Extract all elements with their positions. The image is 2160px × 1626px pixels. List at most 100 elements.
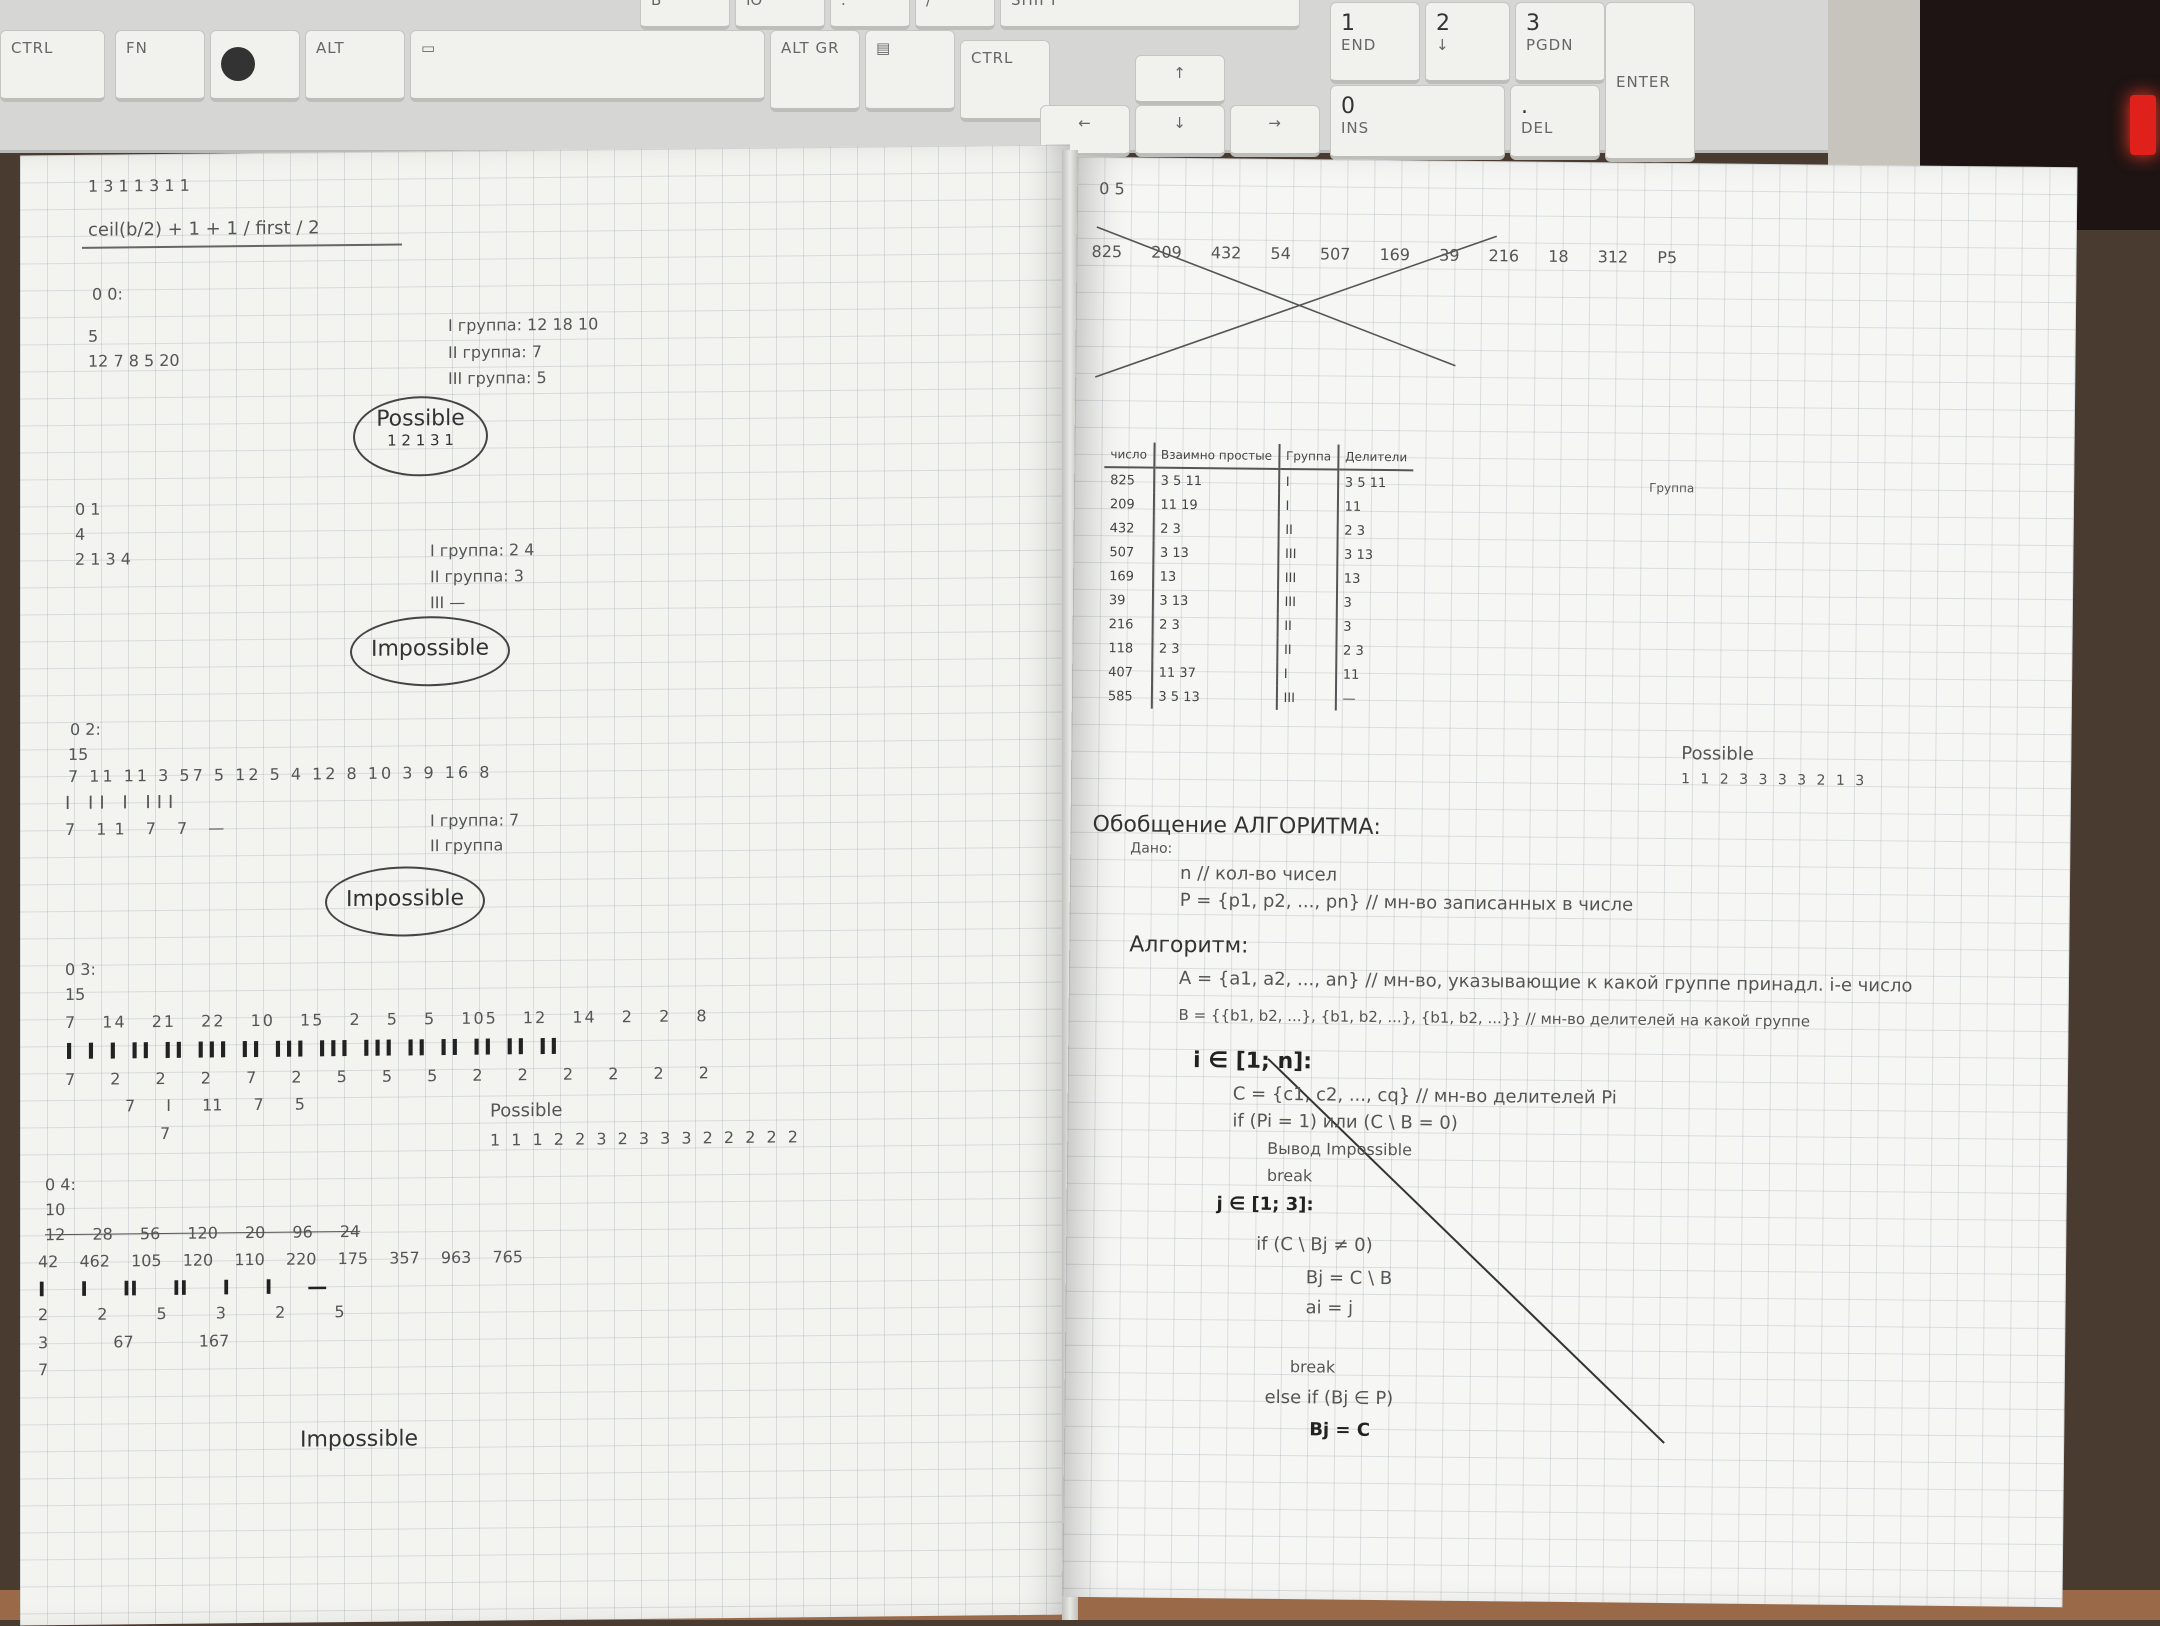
key-right[interactable]: →: [1230, 105, 1320, 157]
result-bubble: Impossible: [325, 865, 485, 938]
key-altgr[interactable]: ALT GR: [770, 30, 860, 112]
group-line: II группа: 3: [430, 566, 524, 587]
algo-line: j ∈ [1; 3]:: [1216, 1193, 1314, 1216]
arrow-left-icon: ←: [1078, 114, 1092, 132]
algo-line: ai = j: [1305, 1297, 1354, 1319]
key-down[interactable]: ↓: [1135, 105, 1225, 157]
algo-line: Bj = C: [1309, 1419, 1371, 1441]
group-line: I группа: 12 18 10: [448, 314, 599, 336]
windows-icon: [221, 47, 255, 81]
result-sequence: 1 1 2 3 3 3 3 2 1 3: [1680, 771, 1865, 790]
key-alt[interactable]: ALT: [305, 30, 405, 102]
keyboard: Б Ю . / SHIFT CTRL FN ALT ▭ ALT GR ▤ CTR…: [0, 0, 1830, 162]
key-yu[interactable]: Ю: [735, 0, 825, 30]
space-icon: ▭: [421, 39, 437, 57]
algo-line: if (Pi = 1) или (C \ B = 0): [1232, 1110, 1458, 1134]
input-line: 7 I 11 7 5: [125, 1094, 305, 1116]
key-num-del[interactable]: .DEL: [1510, 85, 1600, 160]
strike-line: [1267, 1058, 1665, 1444]
page-title: ceil(b/2) + 1 + 1 / first / 2: [88, 217, 320, 241]
group-line: I группа: 2 4: [430, 540, 535, 561]
key-shift[interactable]: SHIFT: [1000, 0, 1300, 30]
group-line: III —: [430, 592, 466, 613]
algo-line: Алгоритм:: [1129, 932, 1249, 959]
input-line: 10: [45, 1200, 66, 1220]
page-header: 1 3 1 1 3 1 1: [88, 175, 190, 196]
menu-icon: ▤: [876, 39, 892, 57]
algo-line: Вывод Impossible: [1267, 1138, 1413, 1160]
algo-line: else if (Bj ∈ P): [1264, 1386, 1394, 1410]
key-num-enter[interactable]: ENTER: [1605, 2, 1695, 162]
algo-line: Bj = C \ B: [1305, 1267, 1393, 1290]
algorithm-title: Обобщение АЛГОРИТМА:: [1092, 811, 1382, 841]
key-ctrl-right[interactable]: CTRL: [960, 40, 1050, 122]
section-label: 0 2:: [70, 719, 101, 739]
group-line: III группа: 5: [448, 367, 547, 389]
section-label: 0 1: [75, 499, 101, 519]
result-label: Possible: [490, 1099, 563, 1122]
desk-object: [1828, 0, 1920, 175]
cross-line: [1094, 235, 1498, 378]
input-line: 2 2 5 3 2 5: [38, 1302, 345, 1325]
notebook-page-left: 1 3 1 1 3 1 1 ceil(b/2) + 1 + 1 / first …: [20, 144, 1070, 1626]
key-b[interactable]: Б: [640, 0, 730, 30]
column-header: Взаимно простые: [1153, 442, 1280, 469]
key-fn[interactable]: FN: [115, 30, 205, 102]
key-space[interactable]: ▭: [410, 30, 765, 102]
arrow-up-icon: ↑: [1173, 64, 1187, 82]
key-slash[interactable]: /: [915, 0, 995, 30]
key-menu[interactable]: ▤: [865, 30, 955, 112]
key-ctrl-left[interactable]: CTRL: [0, 30, 105, 102]
red-led-display: [2130, 95, 2156, 155]
input-line: 5: [88, 326, 99, 346]
group-line: II группа: [430, 835, 504, 856]
group-roman-row: I I I II II III II III III III II II II …: [65, 1034, 561, 1066]
key-period[interactable]: .: [830, 0, 910, 30]
notebook-page-right: 0 5 825 209 432 54 507 169 39 216 18 312…: [1062, 156, 2078, 1608]
key-windows[interactable]: [210, 30, 300, 102]
key-up[interactable]: ↑: [1135, 55, 1225, 105]
title-underline: [82, 243, 402, 249]
algo-line: break: [1266, 1165, 1313, 1186]
group-line: I группа: 7: [430, 810, 520, 831]
column-header: Делители: [1337, 444, 1414, 471]
section-label: 0 3:: [65, 959, 96, 980]
input-line: 7 11 11 3 57 5 12 5 4 12 8 10 3 9 16 8: [68, 762, 493, 786]
key-num-2[interactable]: 2↓: [1425, 2, 1510, 84]
algo-line: C = {c1, c2, ..., cq} // мн-во делителей…: [1232, 1083, 1617, 1109]
input-line-crossed: 12 28 56 120 20 96 24: [45, 1221, 361, 1245]
input-line: 7 2 2 2 7 2 5 5 5 2 2 2 2 2 2: [65, 1063, 711, 1090]
input-line: 7 11 7 7 —: [65, 818, 233, 840]
algorithm-sub: Дано:: [1130, 840, 1173, 857]
result-label: Possible: [1681, 743, 1754, 765]
algo-line: i ∈ [1; n]:: [1192, 1048, 1313, 1075]
input-line: I II I III: [65, 791, 180, 815]
section-label: 0 0:: [92, 284, 123, 304]
input-line: 15: [68, 744, 89, 764]
arrow-right-icon: →: [1268, 114, 1282, 132]
result-label: Impossible: [300, 1426, 418, 1453]
input-line: 15: [65, 984, 86, 1005]
column-header: Группа: [1278, 443, 1339, 470]
input-line: 2 1 3 4: [75, 549, 131, 569]
result-bubble: Possible 1 2 1 3 1: [353, 395, 488, 478]
column-header-extra: Группа: [1649, 480, 1695, 496]
result-sequence: 1 1 1 2 2 3 2 3 3 3 2 2 2 2 2: [490, 1127, 798, 1150]
algo-line: if (C \ Bj ≠ 0): [1256, 1233, 1373, 1256]
input-line: 42 462 105 120 110 220 175 357 963 765: [38, 1247, 523, 1272]
section-label: 0 4:: [45, 1174, 76, 1195]
column-header: число: [1104, 442, 1155, 468]
input-line: 7: [160, 1123, 171, 1144]
